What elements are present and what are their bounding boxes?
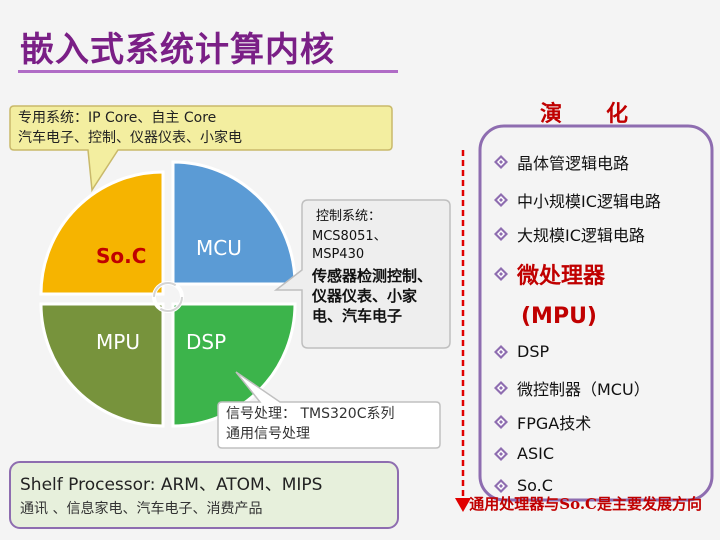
evolution-item: 微控制器（MCU） xyxy=(493,376,650,400)
diamond-bullet-icon xyxy=(494,415,508,429)
evolution-item-label: ASIC xyxy=(517,444,554,463)
evolution-item-label: 大规模IC逻辑电路 xyxy=(517,226,645,245)
control-system-line3: 传感器检测控制、 xyxy=(312,267,433,285)
control-system-line4: 仪器仪表、小家 xyxy=(312,287,418,305)
evolution-item: 晶体管逻辑电路 xyxy=(493,150,629,174)
evolution-panel xyxy=(478,124,714,502)
title-underline xyxy=(18,70,398,73)
evolution-heading-right: 化 xyxy=(606,101,629,127)
evolution-item: DSP xyxy=(493,342,549,361)
diamond-bullet-icon xyxy=(494,193,508,207)
evolution-item-highlight: 微处理器 xyxy=(493,258,605,290)
control-system-line1: MCS8051、 xyxy=(312,229,387,244)
control-system-title: 控制系统： xyxy=(316,209,382,224)
pie-soc xyxy=(39,170,165,296)
pie-mpu xyxy=(39,302,165,428)
special-system-line1: 专用系统：IP Core、自主 Core xyxy=(18,110,217,126)
pie-soc-label: So.C xyxy=(96,244,147,268)
signal-processing-callout xyxy=(217,371,441,449)
diamond-bullet-icon xyxy=(494,446,508,461)
control-system-line2: MSP430 xyxy=(312,247,365,262)
evolution-item-label: FPGA技术 xyxy=(517,414,592,433)
signal-processing-line1: 信号处理： TMS320C系列 xyxy=(226,406,395,422)
evolution-item: 大规模IC逻辑电路 xyxy=(493,222,645,246)
page-title: 嵌入式系统计算内核 xyxy=(20,30,335,70)
diamond-bullet-icon xyxy=(494,267,508,281)
pie-mcu-label: MCU xyxy=(196,236,242,260)
evolution-item-label: DSP xyxy=(517,342,550,361)
signal-processing-line2: 通用信号处理 xyxy=(226,426,310,442)
diamond-bullet-icon xyxy=(494,381,508,395)
evolution-item-label: 微控制器（MCU） xyxy=(517,380,650,399)
control-system-line5: 电、汽车电子 xyxy=(312,307,403,325)
diamond-bullet-icon xyxy=(494,155,508,169)
special-system-callout xyxy=(9,105,393,193)
evolution-item: 中小规模IC逻辑电路 xyxy=(493,188,661,212)
pie-mcu xyxy=(171,160,297,286)
diamond-bullet-icon xyxy=(494,344,508,359)
shelf-processor-line2: 通讯 、信息家电、汽车电子、消费产品 xyxy=(20,501,263,517)
evolution-heading-left: 演 xyxy=(540,101,563,127)
evolution-item-label: 微处理器 xyxy=(517,264,606,289)
evolution-item: FPGA技术 xyxy=(493,410,591,434)
pie-mpu-label: MPU xyxy=(96,330,140,354)
evolution-item-label: (MPU) xyxy=(521,304,597,329)
evolution-item: So.C xyxy=(493,476,553,495)
evolution-item-label: 晶体管逻辑电路 xyxy=(517,154,630,173)
diamond-bullet-icon xyxy=(494,478,508,493)
evolution-item-label: 中小规模IC逻辑电路 xyxy=(517,192,661,211)
control-system-callout xyxy=(273,199,451,349)
control-system-text: 控制系统： MCS8051、 MSP430 传感器检测控制、 仪器仪表、小家 电… xyxy=(302,208,442,343)
evolution-item-label: So.C xyxy=(517,476,553,495)
evolution-item-highlight-cont: (MPU) xyxy=(521,304,597,329)
evolution-item: ASIC xyxy=(493,444,554,463)
shelf-processor-box xyxy=(9,461,399,529)
special-system-line2: 汽车电子、控制、仪器仪表、小家电 xyxy=(18,130,242,146)
bottom-note: 通用处理器与So.C是主要发展方向 xyxy=(469,495,702,513)
pie-dsp-label: DSP xyxy=(186,330,227,354)
shelf-processor-line1: Shelf Processor: ARM、ATOM、MIPS xyxy=(20,475,323,495)
diamond-bullet-icon xyxy=(494,227,508,241)
